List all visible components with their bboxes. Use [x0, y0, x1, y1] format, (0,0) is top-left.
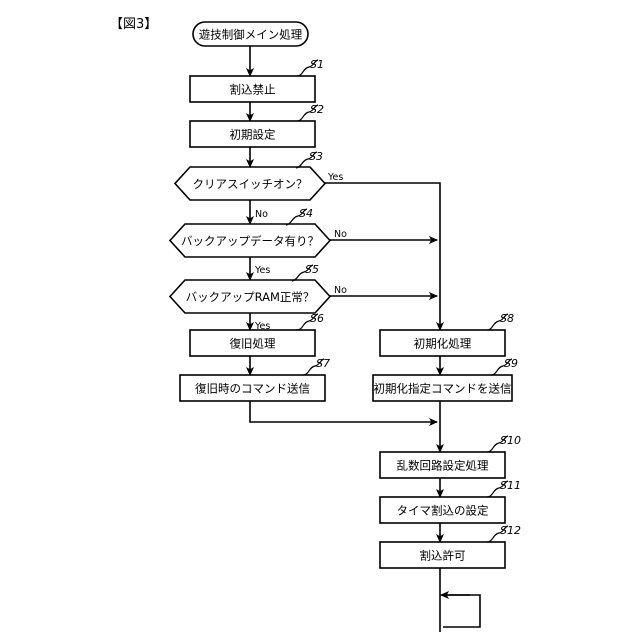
step-callout-s7: S7	[302, 357, 330, 376]
branch-label-s5-no: No	[334, 285, 347, 296]
s1-label: 割込禁止	[230, 83, 276, 97]
s1-step: S1	[310, 58, 324, 71]
s7-leader	[302, 358, 325, 376]
s6-shape	[189, 329, 316, 357]
s1-shape	[189, 75, 316, 103]
s9-leader	[490, 358, 513, 376]
s6-step: S6	[310, 312, 324, 325]
step-callout-s3: S3	[295, 150, 323, 169]
s3-step: S3	[309, 150, 323, 163]
s10-label: 乱数回路設定処理	[397, 459, 489, 473]
connector-lines	[246, 46, 481, 632]
s7-step: S7	[316, 357, 330, 370]
node-s12[interactable]: 割込許可	[379, 541, 506, 569]
step-callout-s8: S8	[486, 312, 514, 331]
s4-shape	[168, 223, 332, 258]
node-s3[interactable]: クリアスイッチオン？	[173, 166, 327, 201]
s10-shape	[379, 451, 506, 479]
s8-label: 初期化処理	[414, 337, 472, 351]
s4-leader	[285, 208, 308, 226]
s11-leader	[486, 480, 509, 498]
step-callout-s10: S10	[486, 434, 521, 453]
s2-step: S2	[310, 103, 324, 116]
node-s5[interactable]: バックアップRAM正常？	[168, 279, 332, 314]
branch-labels: Yes No No Yes No Yes	[254, 172, 347, 332]
s5-step: S5	[305, 263, 319, 276]
s9-shape	[372, 374, 513, 402]
step-callout-s6: S6	[296, 312, 324, 331]
s1-leader	[296, 59, 319, 77]
s12-shape	[379, 541, 506, 569]
node-s8[interactable]: 初期化処理	[379, 329, 506, 357]
s6-leader	[296, 313, 319, 331]
s10-step: S10	[500, 434, 521, 447]
s3-leader	[295, 151, 318, 169]
s12-step: S12	[500, 524, 521, 537]
step-callout-s1: S1	[296, 58, 324, 77]
node-s9[interactable]: 初期化指定コマンドを送信	[372, 374, 513, 402]
edge-s7-merge	[249, 401, 438, 426]
step-callout-s12: S12	[486, 524, 521, 543]
s5-leader	[291, 264, 314, 282]
s5-shape	[168, 279, 332, 314]
node-s1[interactable]: 割込禁止	[189, 75, 316, 103]
step-callout-s11: S11	[486, 479, 521, 498]
node-s7[interactable]: 復旧時のコマンド送信	[179, 374, 326, 402]
s7-label: 復旧時のコマンド送信	[195, 382, 310, 396]
node-s6[interactable]: 復旧処理	[189, 329, 316, 357]
branch-label-s3-yes: Yes	[327, 172, 343, 183]
start-shape	[192, 21, 309, 47]
s11-label: タイマ割込の設定	[397, 504, 489, 518]
s5-label: バックアップRAM正常？	[186, 290, 315, 304]
step-callout-s5: S5	[291, 263, 319, 282]
s9-label: 初期化指定コマンドを送信	[374, 382, 512, 396]
branch-label-s5-yes: Yes	[254, 321, 270, 332]
s3-label: クリアスイッチオン？	[193, 177, 308, 191]
s6-label: 復旧処理	[230, 337, 276, 351]
s2-shape	[189, 120, 316, 148]
s7-shape	[179, 374, 326, 402]
edge-loop-return	[443, 594, 481, 628]
s8-shape	[379, 329, 506, 357]
node-s11[interactable]: タイマ割込の設定	[379, 496, 506, 524]
branch-label-s4-no: No	[334, 229, 347, 240]
s11-shape	[379, 496, 506, 524]
start-label: 遊技制御メイン処理	[199, 28, 303, 42]
s12-leader	[486, 525, 509, 543]
node-start[interactable]: 遊技制御メイン処理	[192, 21, 309, 47]
s8-leader	[486, 313, 509, 331]
step-callout-s4: S4	[285, 207, 313, 226]
node-s10[interactable]: 乱数回路設定処理	[379, 451, 506, 479]
step-callout-s9: S9	[490, 357, 518, 376]
branch-label-s3-no: No	[255, 209, 268, 220]
node-s2[interactable]: 初期設定	[189, 120, 316, 148]
s10-leader	[486, 435, 509, 453]
edge-s3yes-trunk	[325, 182, 444, 331]
s3-shape	[173, 166, 327, 201]
branch-label-s4-yes: Yes	[254, 265, 270, 276]
s4-label: バックアップデータ有り？	[181, 234, 319, 248]
s9-step: S9	[504, 357, 518, 370]
s11-step: S11	[500, 479, 521, 492]
s2-label: 初期設定	[230, 128, 276, 142]
s8-step: S8	[500, 312, 514, 325]
node-s4[interactable]: バックアップデータ有り？	[168, 223, 332, 258]
s12-label: 割込許可	[420, 549, 466, 563]
s2-leader	[296, 104, 319, 122]
step-callout-s2: S2	[296, 103, 324, 122]
figure-title: 【図3】	[110, 17, 157, 32]
s4-step: S4	[299, 207, 313, 220]
